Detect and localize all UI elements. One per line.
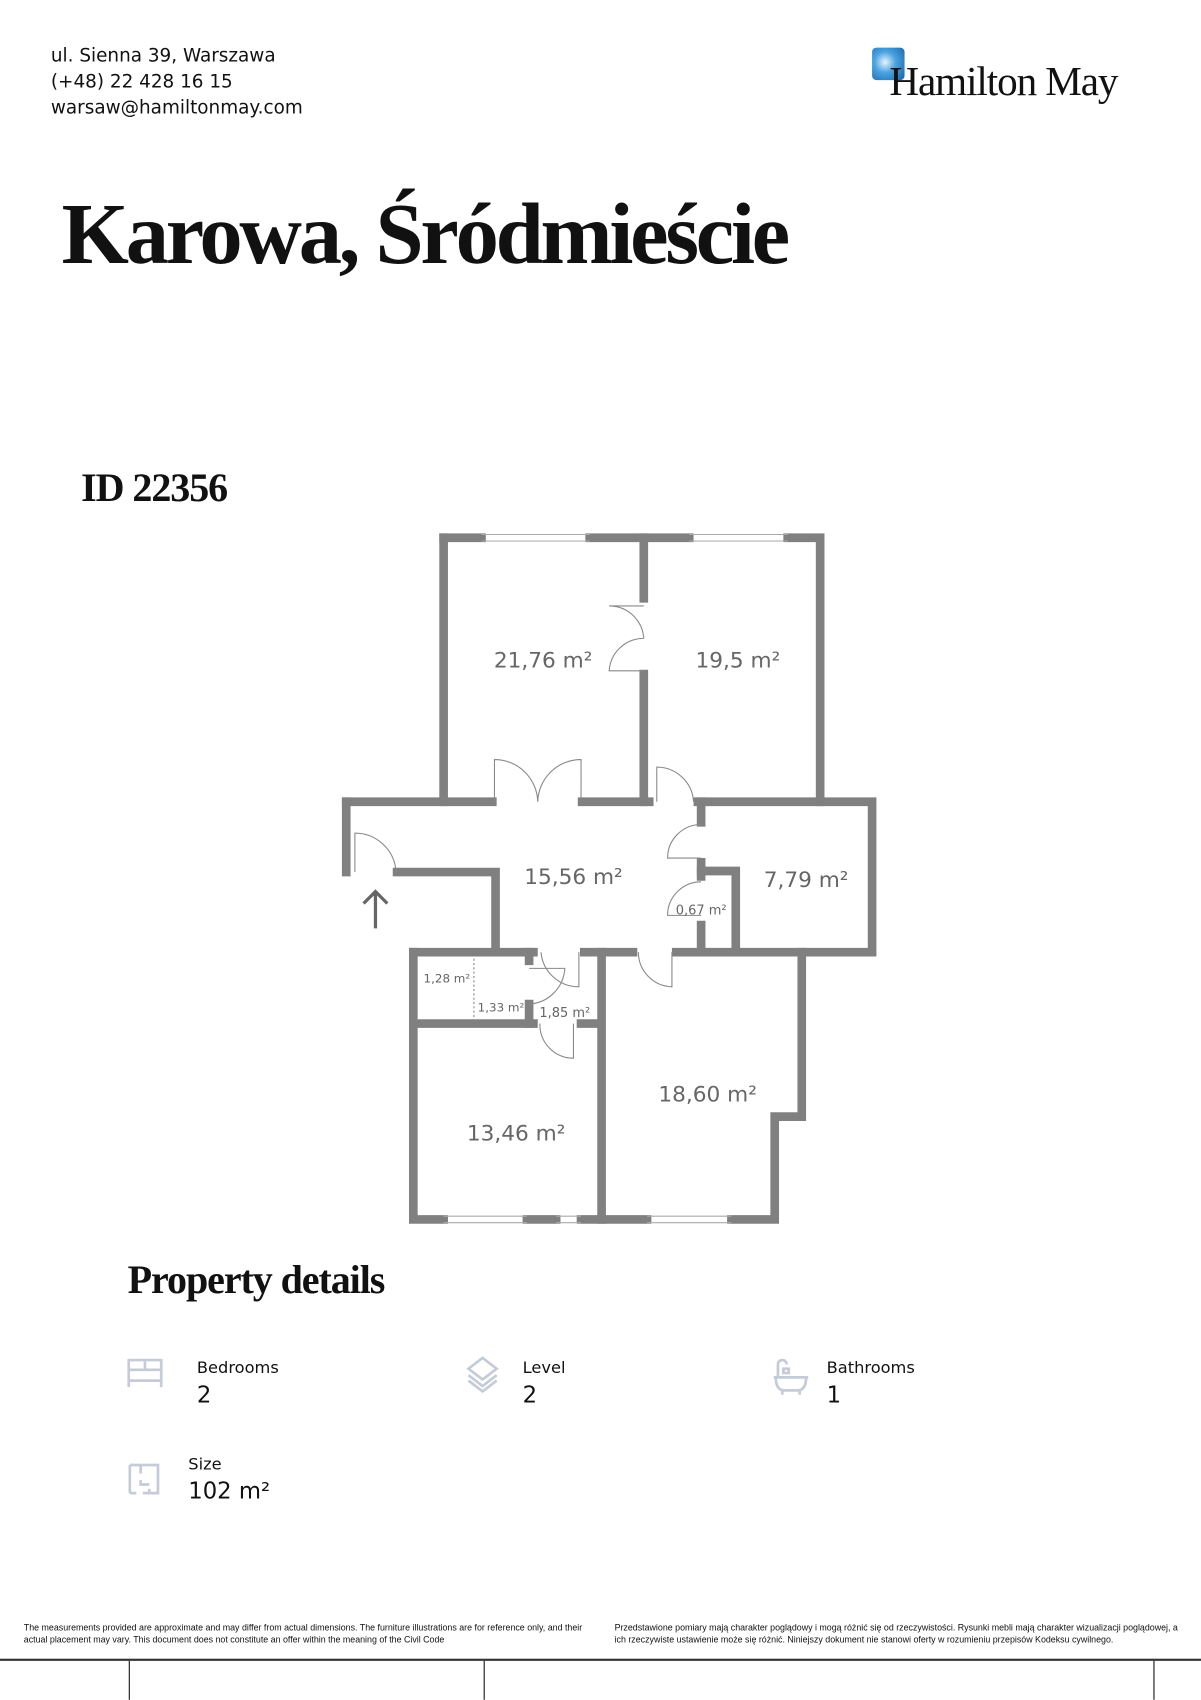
- footer-column-divider: [483, 1660, 485, 1700]
- room-area-label: 7,79 m²: [764, 868, 849, 893]
- room-area-label: 18,60 m²: [658, 1082, 757, 1107]
- room-area-label: 0,67 m²: [676, 903, 727, 918]
- property-details-heading: Property details: [127, 1258, 386, 1303]
- footer-column-divider: [128, 1660, 130, 1700]
- office-phone[interactable]: (+48) 22 428 16 15: [50, 71, 233, 94]
- detail-label: Bathrooms: [826, 1357, 915, 1378]
- detail-label: Bedrooms: [196, 1357, 279, 1378]
- room-area-label: 1,33 m²: [478, 1001, 525, 1015]
- room-area-label: 13,46 m²: [467, 1121, 566, 1146]
- layers-icon: [466, 1356, 499, 1394]
- office-address: ul. Sienna 39, Warszawa: [50, 45, 276, 68]
- bathtub-icon: [773, 1358, 809, 1395]
- doors: [354, 605, 702, 1059]
- detail-value: 102 m²: [188, 1478, 271, 1504]
- listing-id: ID 22356: [81, 466, 228, 511]
- walls: [341, 533, 877, 1224]
- logo-square-icon: [872, 47, 905, 81]
- room-area-label: 15,56 m²: [524, 865, 623, 890]
- footer-column-divider: [1153, 1660, 1155, 1700]
- detail-bedrooms: Bedrooms 2: [197, 1358, 279, 1408]
- detail-value: 2: [196, 1381, 212, 1408]
- room-area-label: 19,5 m²: [696, 649, 781, 674]
- detail-value: 2: [522, 1381, 538, 1408]
- detail-size: Size 102 m²: [188, 1454, 270, 1504]
- hamilton-may-logo: Hamilton May: [872, 47, 1164, 113]
- detail-label: Size: [188, 1454, 222, 1474]
- room-area-label: 1,28 m²: [424, 971, 471, 985]
- disclaimer-polish: Przedstawione pomiary mają charakter pog…: [614, 1623, 1178, 1645]
- detail-value: 1: [826, 1381, 842, 1408]
- detail-label: Level: [522, 1357, 566, 1378]
- logo-text: Hamilton May: [889, 59, 1118, 105]
- entrance-arrow-icon: [362, 889, 389, 929]
- bed-icon: [127, 1358, 163, 1388]
- page-title: Karowa, Śródmieście: [61, 187, 791, 283]
- footer-divider: [0, 1658, 1201, 1661]
- detail-bathrooms: Bathrooms 1: [827, 1358, 915, 1408]
- office-email[interactable]: warsaw@hamiltonmay.com: [50, 97, 303, 120]
- room-area-label: 1,85 m²: [539, 1006, 590, 1021]
- floorplan-icon: [128, 1463, 160, 1495]
- room-area-label: 21,76 m²: [494, 649, 593, 674]
- windows: [443, 533, 788, 1224]
- disclaimer-english: The measurements provided are approximat…: [23, 1623, 583, 1645]
- detail-level: Level 2: [523, 1358, 566, 1408]
